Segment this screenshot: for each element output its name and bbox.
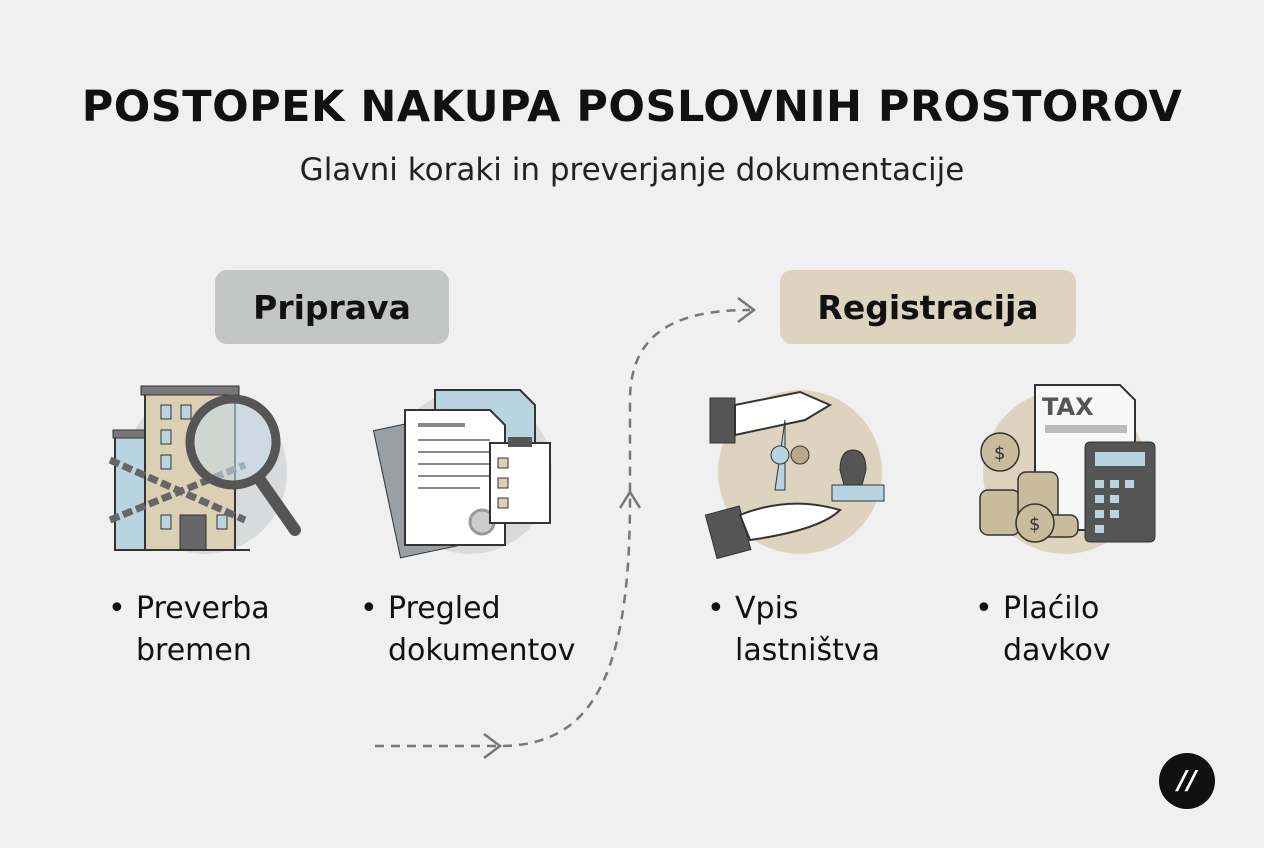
step-label-line2: bremen	[136, 633, 252, 668]
step-label-line1: Plaćilo	[1003, 591, 1100, 626]
brand-logo: //	[1159, 753, 1215, 809]
building-chain-magnifier-icon	[108, 385, 301, 554]
step-label-line1: Preverba	[136, 591, 270, 626]
step-preverba-bremen: • Preverba bremen	[108, 588, 270, 672]
bullet: •	[108, 591, 126, 626]
step-placilo-davkov: • Plaćilo davkov	[975, 588, 1111, 672]
bullet: •	[360, 591, 378, 626]
step-label-line2: dokumentov	[388, 633, 576, 668]
page-title: POSTOPEK NAKUPA POSLOVNIH PROSTOROV	[81, 82, 1183, 132]
svg-text:$: $	[1029, 514, 1040, 535]
phase-pill-registracija: Registracija	[780, 270, 1076, 344]
step-label-line2: davkov	[1003, 633, 1111, 668]
tax-calculator-coins-icon: TAX $ $	[979, 384, 1156, 554]
step-pregled-dokumentov: • Pregled dokumentov	[360, 588, 576, 672]
phase-pill-priprava: Priprava	[215, 270, 449, 344]
bullet: •	[707, 591, 725, 626]
page-subtitle: Glavni koraki in preverjanje dokumentaci…	[299, 152, 965, 188]
tax-text: TAX	[1042, 393, 1094, 421]
step-label-line1: Vpis	[735, 591, 799, 626]
step-label-line1: Pregled	[388, 591, 501, 626]
step-label-line2: lastništva	[735, 633, 880, 668]
svg-text:$: $	[994, 443, 1005, 464]
documents-checklist-icon	[372, 389, 552, 559]
bullet: •	[975, 591, 993, 626]
keys-handover-stamp-icon	[704, 390, 885, 560]
step-vpis-lastnistva: • Vpis lastništva	[707, 588, 880, 672]
